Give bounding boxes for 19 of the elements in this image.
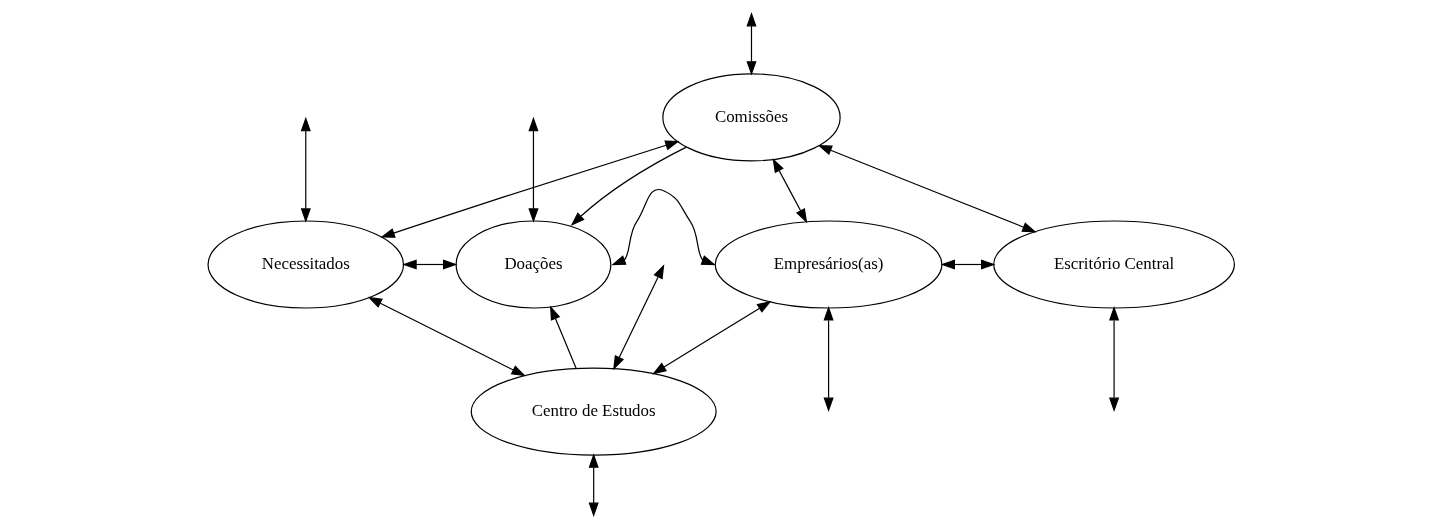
arrow	[746, 11, 757, 76]
arrow	[528, 116, 539, 223]
arrow	[613, 264, 665, 371]
node-ellipse: Empresários(as)	[714, 220, 943, 309]
arrow	[817, 144, 1037, 233]
arrow	[588, 453, 599, 517]
arrow	[823, 306, 834, 413]
arrow	[550, 305, 577, 370]
arrow	[940, 259, 996, 270]
arrow	[402, 259, 458, 270]
arrow	[772, 158, 808, 224]
arrow	[1109, 306, 1120, 413]
arrow	[570, 146, 687, 226]
arrow	[611, 188, 716, 266]
arrow	[367, 296, 526, 377]
arrow	[300, 116, 311, 223]
node-ellipse: Doações	[455, 220, 612, 309]
arrow	[652, 300, 772, 375]
arrow	[380, 140, 680, 238]
